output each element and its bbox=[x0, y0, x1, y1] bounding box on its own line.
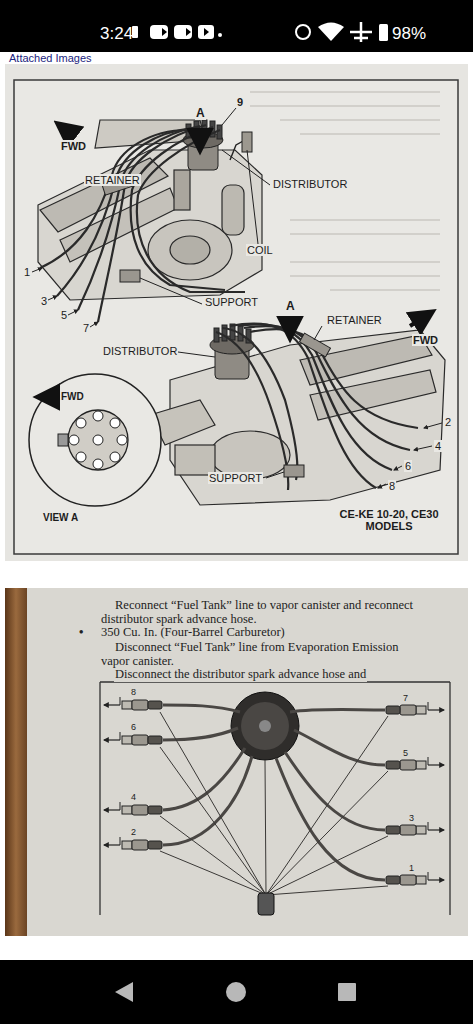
callout-number: 9 bbox=[236, 96, 244, 108]
callout-number: 8 bbox=[388, 480, 396, 492]
part-label: DISTRIBUTOR bbox=[102, 345, 178, 357]
cylinder-number: 1 bbox=[408, 864, 415, 874]
forward-label: FWD bbox=[412, 334, 439, 346]
cylinder-number: 6 bbox=[130, 723, 137, 733]
view-letter: A bbox=[195, 107, 206, 120]
part-label: SUPPORT bbox=[204, 296, 259, 308]
distributor-cap bbox=[231, 692, 299, 760]
cylinder-number: 2 bbox=[130, 828, 137, 838]
battery-level: 98% bbox=[392, 25, 426, 44]
callout-number: 6 bbox=[404, 460, 412, 472]
callout-number: 1 bbox=[23, 266, 31, 278]
view-arrow bbox=[288, 318, 292, 338]
part-label: DISTRIBUTOR bbox=[272, 178, 348, 190]
manual-text: Disconnect “Fuel Tank” line from Evapora… bbox=[100, 640, 402, 668]
leaders-upper bbox=[32, 108, 270, 327]
cylinder-number: 3 bbox=[408, 814, 415, 824]
manual-text: Reconnect “Fuel Tank” line to vapor cani… bbox=[100, 598, 432, 626]
cylinder-number: 4 bbox=[130, 793, 137, 803]
spark-plugs bbox=[104, 697, 444, 885]
back-button bbox=[115, 982, 133, 1002]
cylinder-number: 8 bbox=[130, 688, 137, 698]
status-time: 3:24 bbox=[100, 25, 133, 44]
retainer-lower bbox=[300, 333, 331, 357]
status-icons bbox=[132, 22, 388, 42]
view-label: VIEW A bbox=[42, 512, 79, 523]
part-label: RETAINER bbox=[326, 314, 383, 326]
callout-number: 5 bbox=[60, 309, 68, 321]
support-lower bbox=[284, 465, 304, 477]
distributor-cap-top bbox=[58, 410, 128, 470]
bullet: • bbox=[78, 626, 84, 640]
figure-frame bbox=[14, 80, 458, 554]
forward-arrow bbox=[58, 124, 75, 137]
manual-text: Disconnect the distributor spark advance… bbox=[114, 668, 367, 682]
leaders-lower bbox=[178, 326, 442, 488]
view-a-inset bbox=[29, 374, 161, 506]
plug-wires-upper bbox=[40, 125, 245, 322]
callout-number: 3 bbox=[40, 295, 48, 307]
status-bar bbox=[0, 0, 473, 52]
nav-bar bbox=[0, 960, 473, 1024]
manual-heading: 350 Cu. In. (Four-Barrel Carburetor) bbox=[100, 626, 286, 640]
forward-label: FWD bbox=[60, 140, 87, 152]
forward-label: FWD bbox=[60, 391, 85, 402]
support-upper bbox=[120, 270, 140, 282]
engine-lower bbox=[150, 330, 445, 505]
figure-caption: CE-KE 10-20, CE30 MODELS bbox=[330, 508, 448, 532]
recents-button bbox=[338, 983, 356, 1001]
callout-number: 4 bbox=[434, 440, 442, 452]
view-letter: A bbox=[285, 300, 296, 313]
coil-leads bbox=[160, 712, 388, 895]
callout-number: 2 bbox=[444, 416, 452, 428]
forward-arrow bbox=[410, 312, 432, 326]
wood-edge bbox=[5, 588, 27, 936]
forward-arrow bbox=[38, 395, 56, 399]
part-label: COIL bbox=[246, 244, 274, 256]
view-arrow bbox=[198, 130, 202, 150]
part-label: RETAINER bbox=[84, 174, 141, 186]
page-heading: Attached Images bbox=[8, 52, 93, 64]
cylinder-number: 5 bbox=[402, 749, 409, 759]
cylinder-number: 7 bbox=[402, 694, 409, 704]
diagram-frame bbox=[100, 682, 450, 915]
home-button bbox=[226, 982, 246, 1002]
coil-connector bbox=[258, 893, 274, 915]
plug-wires-lower bbox=[216, 324, 418, 490]
photo-background bbox=[5, 588, 468, 936]
callout-number: 7 bbox=[82, 322, 90, 334]
scan-background bbox=[5, 64, 468, 561]
part-label: SUPPORT bbox=[208, 472, 263, 484]
